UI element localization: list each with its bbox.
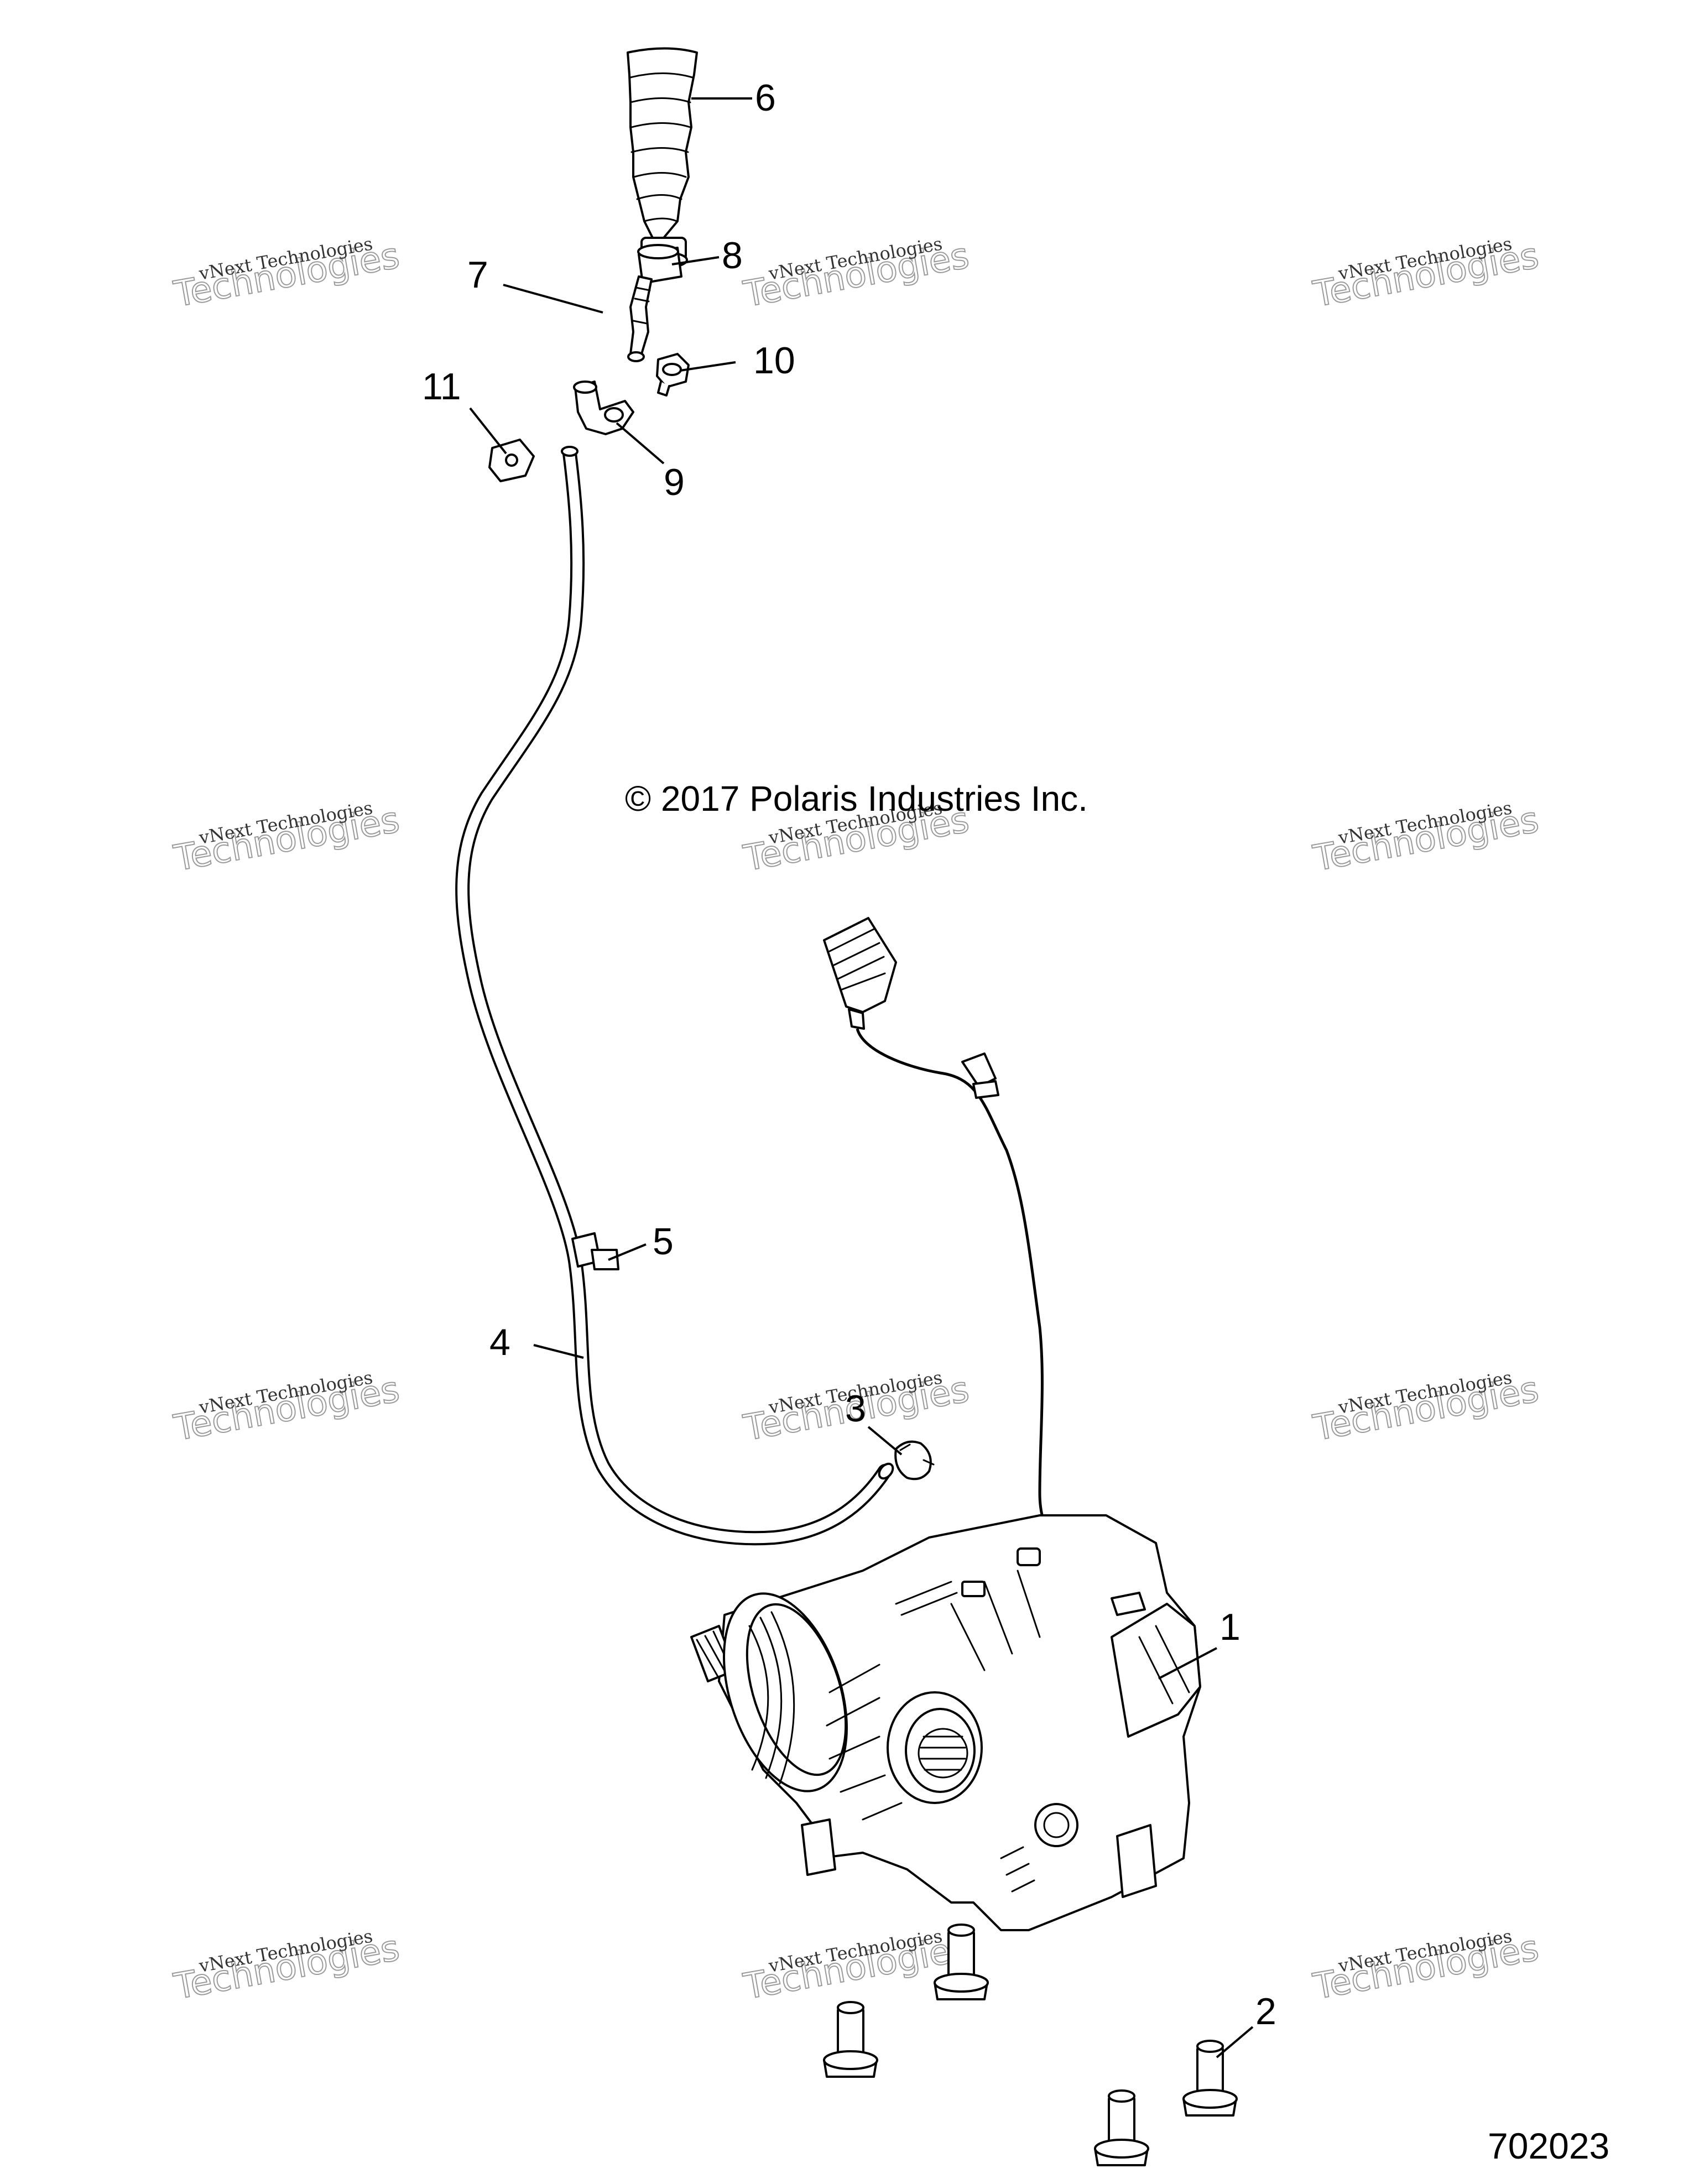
- callout-1: 1: [1219, 1606, 1241, 1648]
- callout-9: 9: [664, 461, 685, 503]
- callout-11: 11: [422, 366, 461, 408]
- part-9-clamp: [573, 380, 634, 435]
- watermark: Technologies vNext Technologies: [1310, 233, 1542, 316]
- part-1-gearcase: [690, 1514, 1201, 1931]
- leader-7: [503, 284, 603, 314]
- watermark: Technologies vNext Technologies: [170, 1925, 403, 2008]
- figure-number: 702023: [1488, 2125, 1609, 2166]
- leader-9: [616, 422, 665, 465]
- watermark: Technologies vNext Technologies: [1310, 1925, 1542, 2008]
- leader-10: [680, 361, 736, 372]
- watermark: Technologies vNext Technologies: [1310, 1367, 1542, 1450]
- copyright-notice: © 2017 Polaris Industries Inc.: [625, 779, 1088, 819]
- leader-lines: [469, 97, 1254, 2058]
- bolt: [934, 1924, 989, 2000]
- watermark: Technologies vNext Technologies: [170, 1367, 403, 1450]
- part-3-clamp: [894, 1440, 935, 1481]
- bolt: [1094, 2089, 1149, 2166]
- part-2-bolts: [823, 1924, 1238, 2166]
- bolt: [823, 2001, 878, 2078]
- leader-5: [608, 1243, 647, 1261]
- callout-8: 8: [722, 234, 743, 277]
- part-6-boot: [627, 47, 698, 269]
- bolt: [1182, 2040, 1238, 2117]
- callout-10: 10: [753, 340, 795, 382]
- part-10-bolt: [656, 353, 690, 397]
- callout-5: 5: [653, 1221, 674, 1263]
- part-7-pin: [627, 275, 653, 362]
- callout-4: 4: [489, 1321, 510, 1363]
- leader-3: [867, 1426, 903, 1456]
- leader-1: [1158, 1647, 1217, 1680]
- callout-6: 6: [755, 77, 776, 119]
- leader-2: [1216, 2026, 1254, 2058]
- leader-8: [671, 256, 720, 265]
- watermark: Technologies vNext Technologies: [170, 797, 403, 880]
- watermark: Technologies vNext Technologies: [740, 233, 973, 316]
- part-5-clip: [571, 1232, 619, 1270]
- watermark: Technologies vNext Technologies: [170, 233, 403, 316]
- part-11-nut: [488, 439, 535, 482]
- callouts: 6 8 7 10 9 11 5 4 3 1 2: [422, 77, 1276, 2032]
- callout-2: 2: [1255, 1990, 1276, 2032]
- watermark: Technologies vNext Technologies: [1310, 797, 1542, 880]
- leader-4: [533, 1344, 584, 1359]
- callout-3: 3: [845, 1388, 866, 1430]
- wiring-harness: [823, 917, 1052, 1539]
- callout-7: 7: [467, 254, 488, 296]
- part-8-sleeve: [637, 244, 682, 284]
- leader-11: [469, 407, 507, 455]
- part-4-cable: [455, 446, 894, 1546]
